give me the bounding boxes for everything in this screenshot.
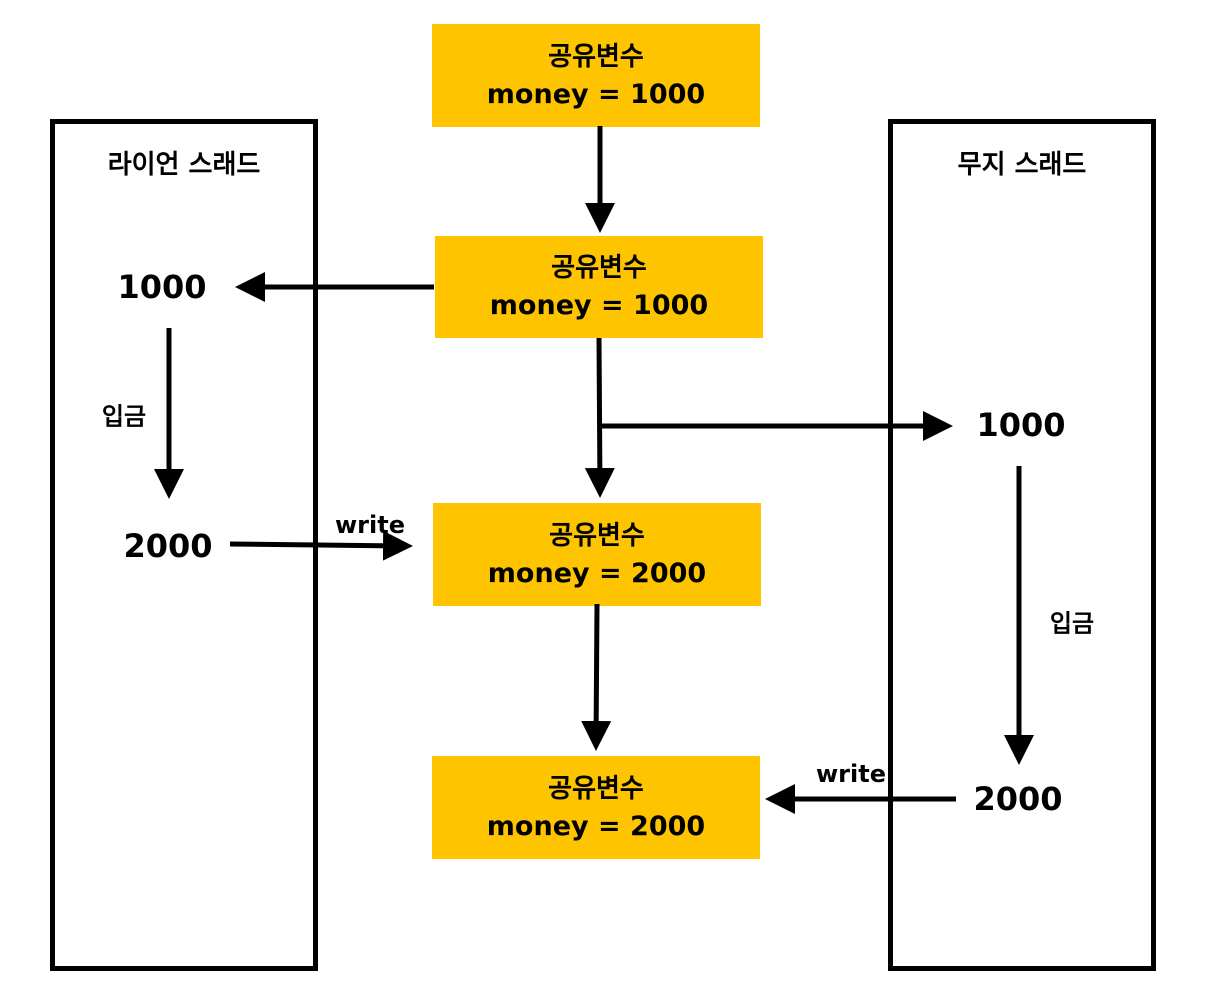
left-deposit-label: 입금 — [101, 402, 147, 431]
shared-variable-box-3: 공유변수 money = 2000 — [433, 503, 761, 606]
shared-variable-value: money = 2000 — [487, 557, 707, 589]
arrow-shared-2-to-3 — [584, 337, 615, 498]
shared-variable-title: 공유변수 — [548, 773, 644, 804]
left-thread-title: 라이언 스래드 — [107, 150, 261, 180]
left-result-value: 2000 — [123, 527, 213, 565]
shared-variable-value: money = 2000 — [486, 810, 706, 842]
left-write-label: write — [335, 511, 405, 539]
arrow-shared-3-to-4 — [581, 603, 612, 751]
shared-variable-value: money = 1000 — [489, 290, 709, 321]
right-thread-box — [888, 119, 1156, 971]
shared-variable-title: 공유변수 — [549, 520, 645, 551]
shared-variable-title: 공유변수 — [548, 41, 644, 72]
right-deposit-label: 입금 — [1049, 609, 1095, 638]
shared-variable-value: money = 1000 — [486, 78, 706, 110]
right-result-value: 2000 — [973, 780, 1063, 818]
shared-variable-box-4: 공유변수 money = 2000 — [432, 756, 760, 859]
right-write-label: write — [816, 760, 886, 788]
left-read-value: 1000 — [117, 268, 207, 306]
shared-variable-title: 공유변수 — [551, 253, 647, 283]
shared-variable-box-2: 공유변수 money = 1000 — [435, 236, 763, 338]
right-read-value: 1000 — [976, 406, 1066, 444]
shared-variable-box-1: 공유변수 money = 1000 — [432, 24, 760, 127]
arrow-left-write — [229, 530, 413, 561]
right-thread-title: 무지 스래드 — [957, 150, 1087, 180]
